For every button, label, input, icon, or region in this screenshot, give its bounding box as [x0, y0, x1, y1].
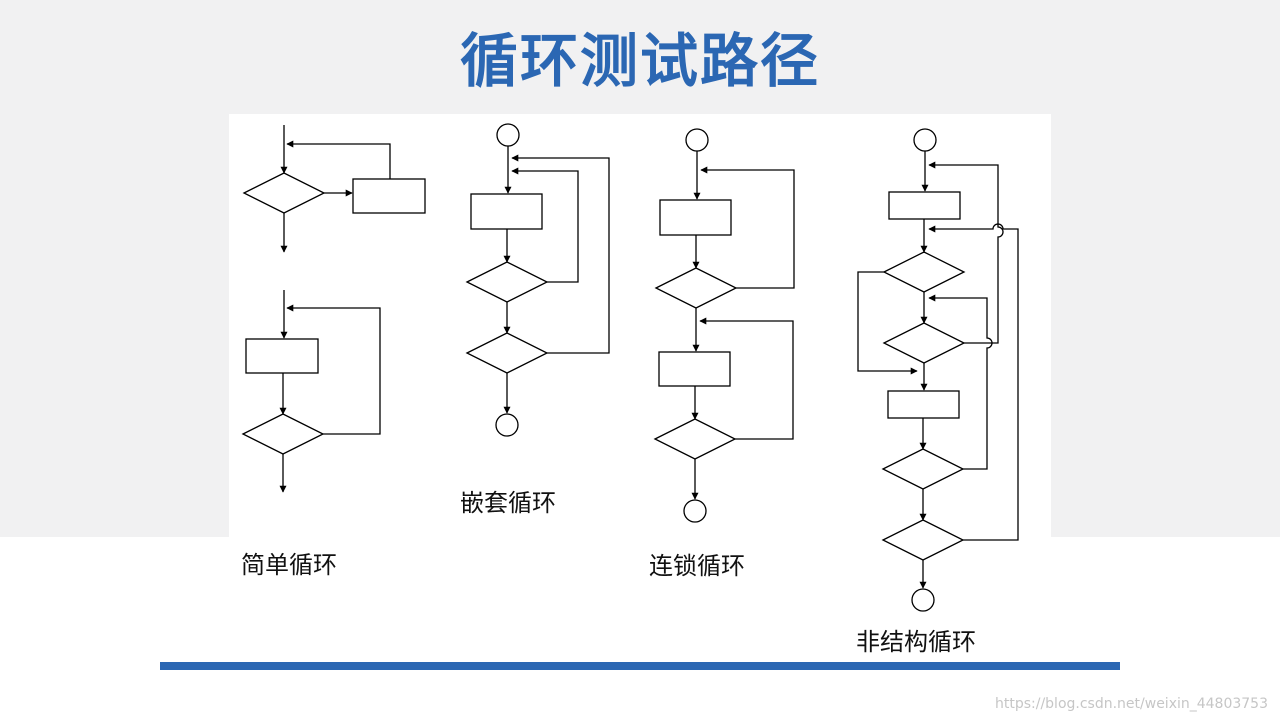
concatenated-loop-diagram [653, 128, 795, 523]
caption-unstructured-loop: 非结构循环 [856, 628, 976, 656]
nested-loop-diagram [465, 123, 610, 437]
simple-loop-diagram-b [241, 290, 381, 493]
watermark-text: https://blog.csdn.net/weixin_44803753 [994, 696, 1268, 712]
unstructured-loop-diagram [857, 128, 1019, 612]
slide-title: 循环测试路径 [459, 27, 820, 95]
caption-simple-loop: 简单循环 [241, 551, 337, 579]
caption-nested-loop: 嵌套循环 [460, 489, 556, 517]
simple-loop-diagram-a [242, 125, 426, 253]
caption-concatenated-loop: 连锁循环 [649, 552, 745, 580]
footer-divider [160, 662, 1120, 670]
